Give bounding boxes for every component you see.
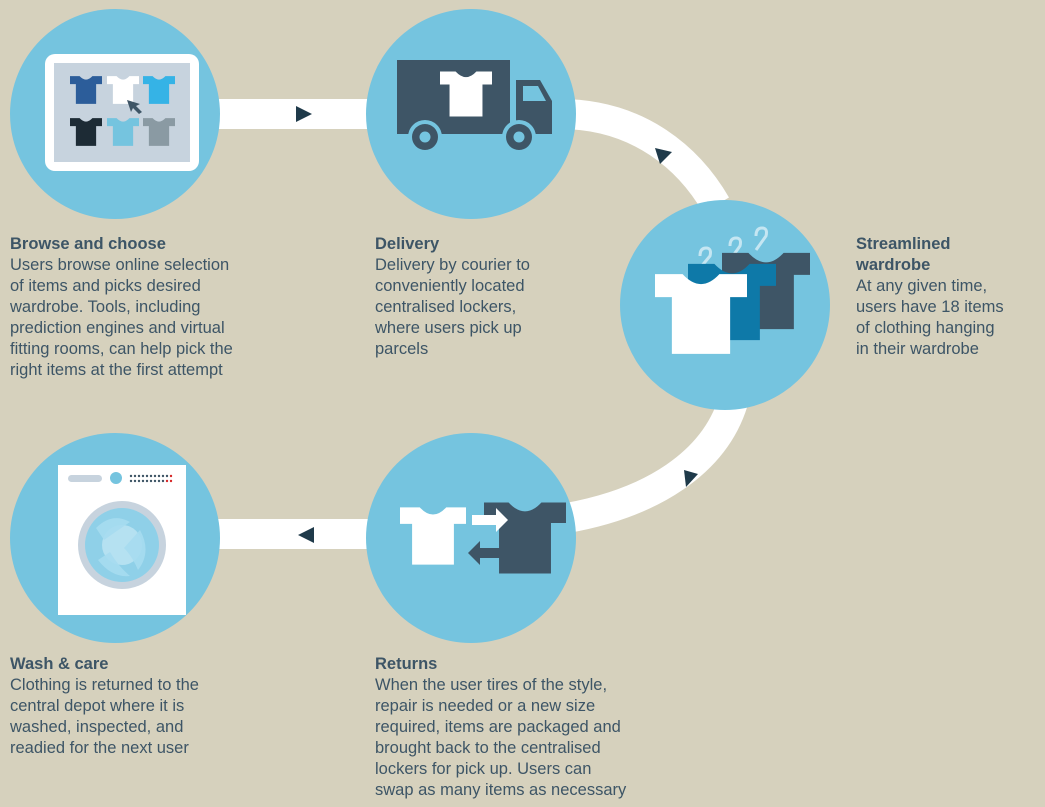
browse-body: Users browse online selection of items a… <box>10 256 233 379</box>
returns-circle <box>366 433 576 643</box>
wash-body: Clothing is returned to the central depo… <box>10 676 199 757</box>
washing-machine-icon <box>58 465 186 615</box>
path-delivery-wardrobe <box>559 99 729 213</box>
arrow-left-icon <box>298 527 314 543</box>
returns-title: Returns <box>375 655 438 673</box>
arrow-down-right-icon <box>655 148 672 164</box>
wash-title: Wash & care <box>10 655 109 673</box>
returns-caption: Returns When the user tires of the style… <box>375 654 695 801</box>
path-wardrobe-returns <box>552 397 748 535</box>
browse-title: Browse and choose <box>10 235 166 253</box>
wardrobe-title: Streamlined wardrobe <box>856 235 951 274</box>
wardrobe-caption: Streamlined wardrobe At any given time, … <box>856 234 1041 360</box>
arrow-right-icon <box>296 106 312 122</box>
tablet-shirts-icon <box>45 54 199 171</box>
cursor-icon <box>127 100 142 114</box>
arrow-down-left-icon <box>684 470 698 487</box>
delivery-caption: Delivery Delivery by courier to convenie… <box>375 234 595 360</box>
swap-shirts-icon <box>400 502 566 574</box>
delivery-truck-icon <box>397 60 552 154</box>
wardrobe-body: At any given time, users have 18 items o… <box>856 277 1004 358</box>
wash-caption: Wash & care Clothing is returned to the … <box>10 654 290 759</box>
delivery-title: Delivery <box>375 235 440 253</box>
returns-body: When the user tires of the style, repair… <box>375 676 627 799</box>
browse-caption: Browse and choose Users browse online se… <box>10 234 310 381</box>
hanging-shirts-icon <box>655 226 810 354</box>
delivery-body: Delivery by courier to conveniently loca… <box>375 256 530 358</box>
